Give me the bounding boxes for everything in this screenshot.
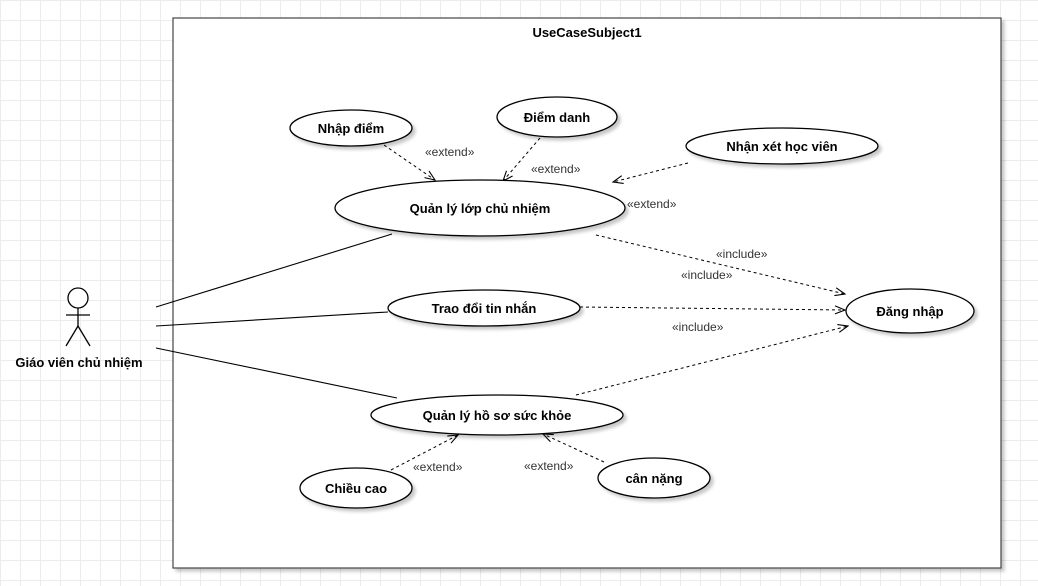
- actor-label: Giáo viên chủ nhiệm: [15, 355, 142, 370]
- use-case-login-label: Đăng nhập: [876, 304, 943, 319]
- use-case-student-comment[interactable]: Nhận xét học viên: [685, 127, 879, 165]
- system-boundary-title: UseCaseSubject1: [532, 25, 641, 40]
- association-health-records: [155, 347, 398, 399]
- use-case-weight[interactable]: cân nặng: [597, 457, 711, 499]
- use-case-enter-grades-label: Nhập điểm: [318, 121, 384, 136]
- association-manage-class: [155, 233, 393, 308]
- use-case-student-comment-label: Nhận xét học viên: [726, 139, 837, 154]
- extend-arrow-student-comment: [613, 162, 689, 182]
- use-case-messaging[interactable]: Trao đổi tin nhắn: [387, 289, 581, 327]
- use-case-login[interactable]: Đăng nhập: [845, 288, 975, 334]
- extend-arrow-height: [390, 435, 458, 471]
- extend-label-student-comment: «extend»: [627, 197, 677, 211]
- associations: [155, 233, 398, 399]
- use-case-weight-label: cân nặng: [625, 471, 682, 486]
- include-label-messaging: «include»: [681, 268, 733, 282]
- extend-label-attendance: «extend»: [531, 162, 581, 176]
- use-case-attendance[interactable]: Điểm danh: [496, 96, 618, 138]
- include-label-health-records: «include»: [672, 320, 724, 334]
- extend-label-enter-grades: «extend»: [425, 145, 475, 159]
- include-arrow-messaging: [579, 307, 845, 310]
- actor-giao-vien[interactable]: [65, 287, 91, 347]
- relations: [383, 137, 848, 471]
- extend-arrow-enter-grades: [383, 144, 435, 180]
- use-case-manage-class[interactable]: Quản lý lớp chủ nhiệm: [334, 179, 626, 237]
- use-case-attendance-label: Điểm danh: [524, 110, 591, 125]
- use-case-enter-grades[interactable]: Nhập điểm: [289, 109, 413, 147]
- extend-arrow-weight: [543, 434, 605, 463]
- use-case-health-records[interactable]: Quản lý hồ sơ sức khỏe: [370, 394, 624, 436]
- include-label-manage-class: «include»: [716, 247, 768, 261]
- extend-label-weight: «extend»: [524, 459, 574, 473]
- use-case-manage-class-label: Quản lý lớp chủ nhiệm: [410, 201, 551, 216]
- use-case-messaging-label: Trao đổi tin nhắn: [432, 301, 537, 316]
- extend-label-height: «extend»: [413, 460, 463, 474]
- include-arrow-manage-class: [595, 234, 845, 294]
- use-case-health-records-label: Quản lý hồ sơ sức khỏe: [423, 408, 572, 423]
- include-arrow-health-records: [575, 326, 848, 396]
- use-case-height[interactable]: Chiều cao: [299, 467, 413, 509]
- association-messaging: [155, 311, 389, 327]
- use-case-height-label: Chiều cao: [325, 481, 387, 496]
